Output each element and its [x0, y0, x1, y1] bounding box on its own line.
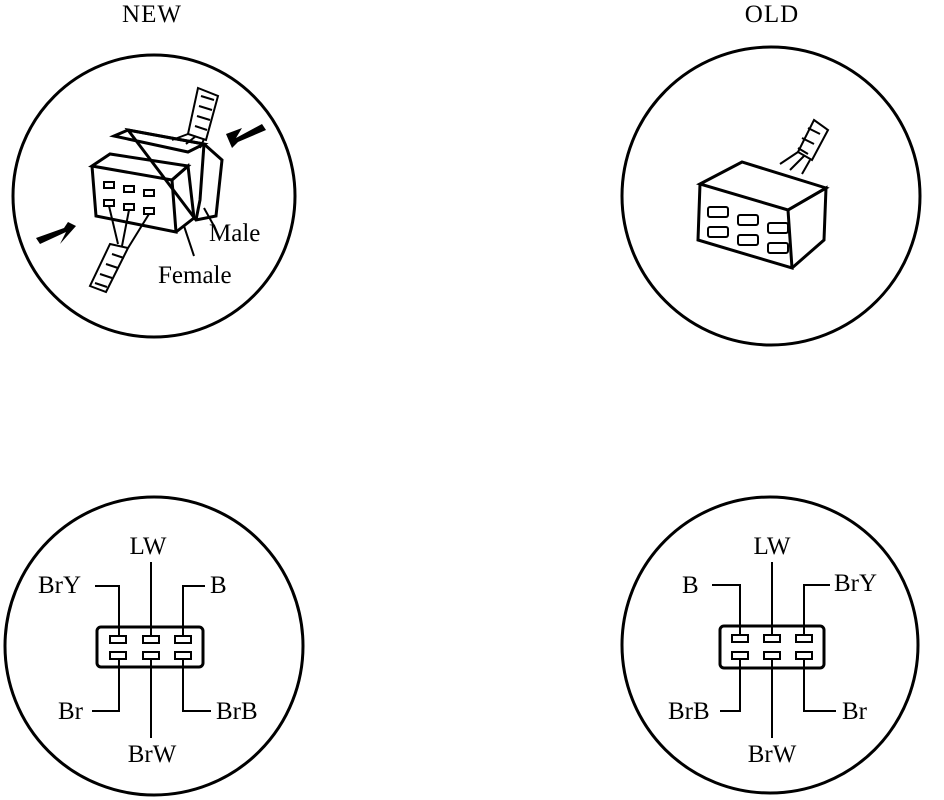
push-arrow-lower-icon — [36, 222, 76, 244]
female-leader-line — [183, 225, 195, 257]
new-label-bottom-right: BrB — [216, 698, 258, 725]
old-pin-top-right — [795, 634, 813, 643]
new-wire-bottom-right — [182, 659, 211, 712]
new-label-bottom-center: BrW — [128, 741, 177, 768]
new-label-top-right: B — [210, 572, 227, 599]
new-pinout: LW BrY B Br BrB BrW — [3, 495, 305, 797]
old-pinout: LW B BrY BrB Br BrW — [620, 495, 920, 795]
old-wire-top-right — [803, 584, 830, 635]
old-connector-circle — [620, 45, 922, 347]
new-pin-top-right — [174, 635, 192, 644]
male-leader-line — [203, 207, 215, 227]
old-label-top-right: BrY — [834, 570, 877, 597]
old-pin-bottom-center — [763, 651, 781, 660]
old-harness — [779, 118, 830, 175]
female-label: Female — [158, 262, 232, 289]
new-label-top-left: BrY — [38, 572, 81, 599]
male-label: Male — [209, 220, 260, 247]
old-label-bottom-center: BrW — [748, 741, 797, 768]
new-lower-harness — [88, 205, 150, 294]
new-wire-bottom-left — [92, 659, 120, 712]
new-connector-view: Male Female — [11, 53, 297, 339]
new-pinout-circle — [3, 495, 305, 797]
male-housing — [109, 127, 224, 222]
new-pin-top-left — [109, 635, 127, 644]
new-label-top-center: LW — [129, 533, 166, 560]
push-arrow-upper-icon — [226, 124, 266, 148]
old-heading: OLD — [745, 1, 799, 28]
new-wire-top-left — [95, 585, 120, 636]
new-heading: NEW — [122, 1, 182, 28]
new-pin-bottom-center — [142, 651, 160, 660]
new-pin-bottom-right — [174, 651, 192, 660]
old-pinout-circle — [620, 495, 920, 795]
old-label-top-center: LW — [753, 533, 790, 560]
female-housing — [88, 152, 196, 234]
old-label-top-left: B — [682, 572, 699, 599]
old-housing — [696, 160, 830, 271]
old-label-bottom-left: BrB — [668, 698, 710, 725]
new-pin-top-center — [142, 635, 160, 644]
new-wire-top-right — [182, 585, 205, 636]
old-wire-bottom-left — [720, 659, 741, 712]
old-pin-bottom-left — [731, 651, 749, 660]
old-connector-view — [620, 45, 922, 347]
new-label-bottom-left: Br — [58, 698, 84, 725]
old-wire-top-left — [712, 584, 741, 635]
old-wire-bottom-right — [803, 659, 836, 712]
old-pin-bottom-right — [795, 651, 813, 660]
old-pin-top-left — [731, 634, 749, 643]
new-connector-circle — [11, 53, 297, 339]
old-pin-top-center — [763, 634, 781, 643]
old-label-bottom-right: Br — [842, 698, 868, 725]
new-pin-bottom-left — [109, 651, 127, 660]
